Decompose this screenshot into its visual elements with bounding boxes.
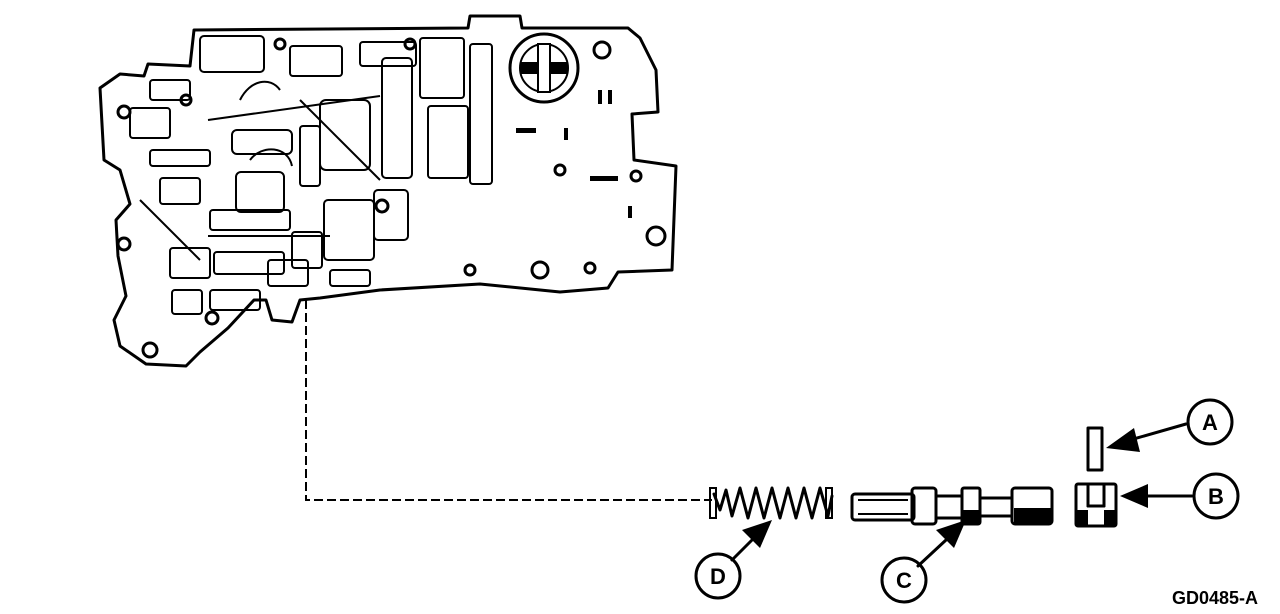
valve-spool-c	[850, 486, 1054, 526]
callout-arrows	[730, 422, 1194, 568]
callout-a-label: A	[1202, 410, 1218, 435]
bolt-holes	[116, 37, 667, 359]
callout-d-label: D	[710, 564, 726, 589]
callout-a: A	[1186, 398, 1234, 446]
port-slots	[516, 90, 632, 218]
callout-b-label: B	[1208, 484, 1224, 509]
callout-d: D	[694, 552, 742, 600]
callout-c: C	[880, 556, 928, 604]
callout-c-label: C	[896, 568, 912, 593]
plug-b	[1074, 482, 1118, 528]
retainer-pin-a	[1086, 426, 1104, 472]
figure-code: GD0485-A	[1172, 588, 1258, 608]
bore-leader-line	[305, 300, 712, 501]
accumulator-bore	[508, 32, 580, 104]
valve-body	[98, 14, 678, 368]
callout-b: B	[1192, 472, 1240, 520]
spring-d	[709, 486, 834, 520]
